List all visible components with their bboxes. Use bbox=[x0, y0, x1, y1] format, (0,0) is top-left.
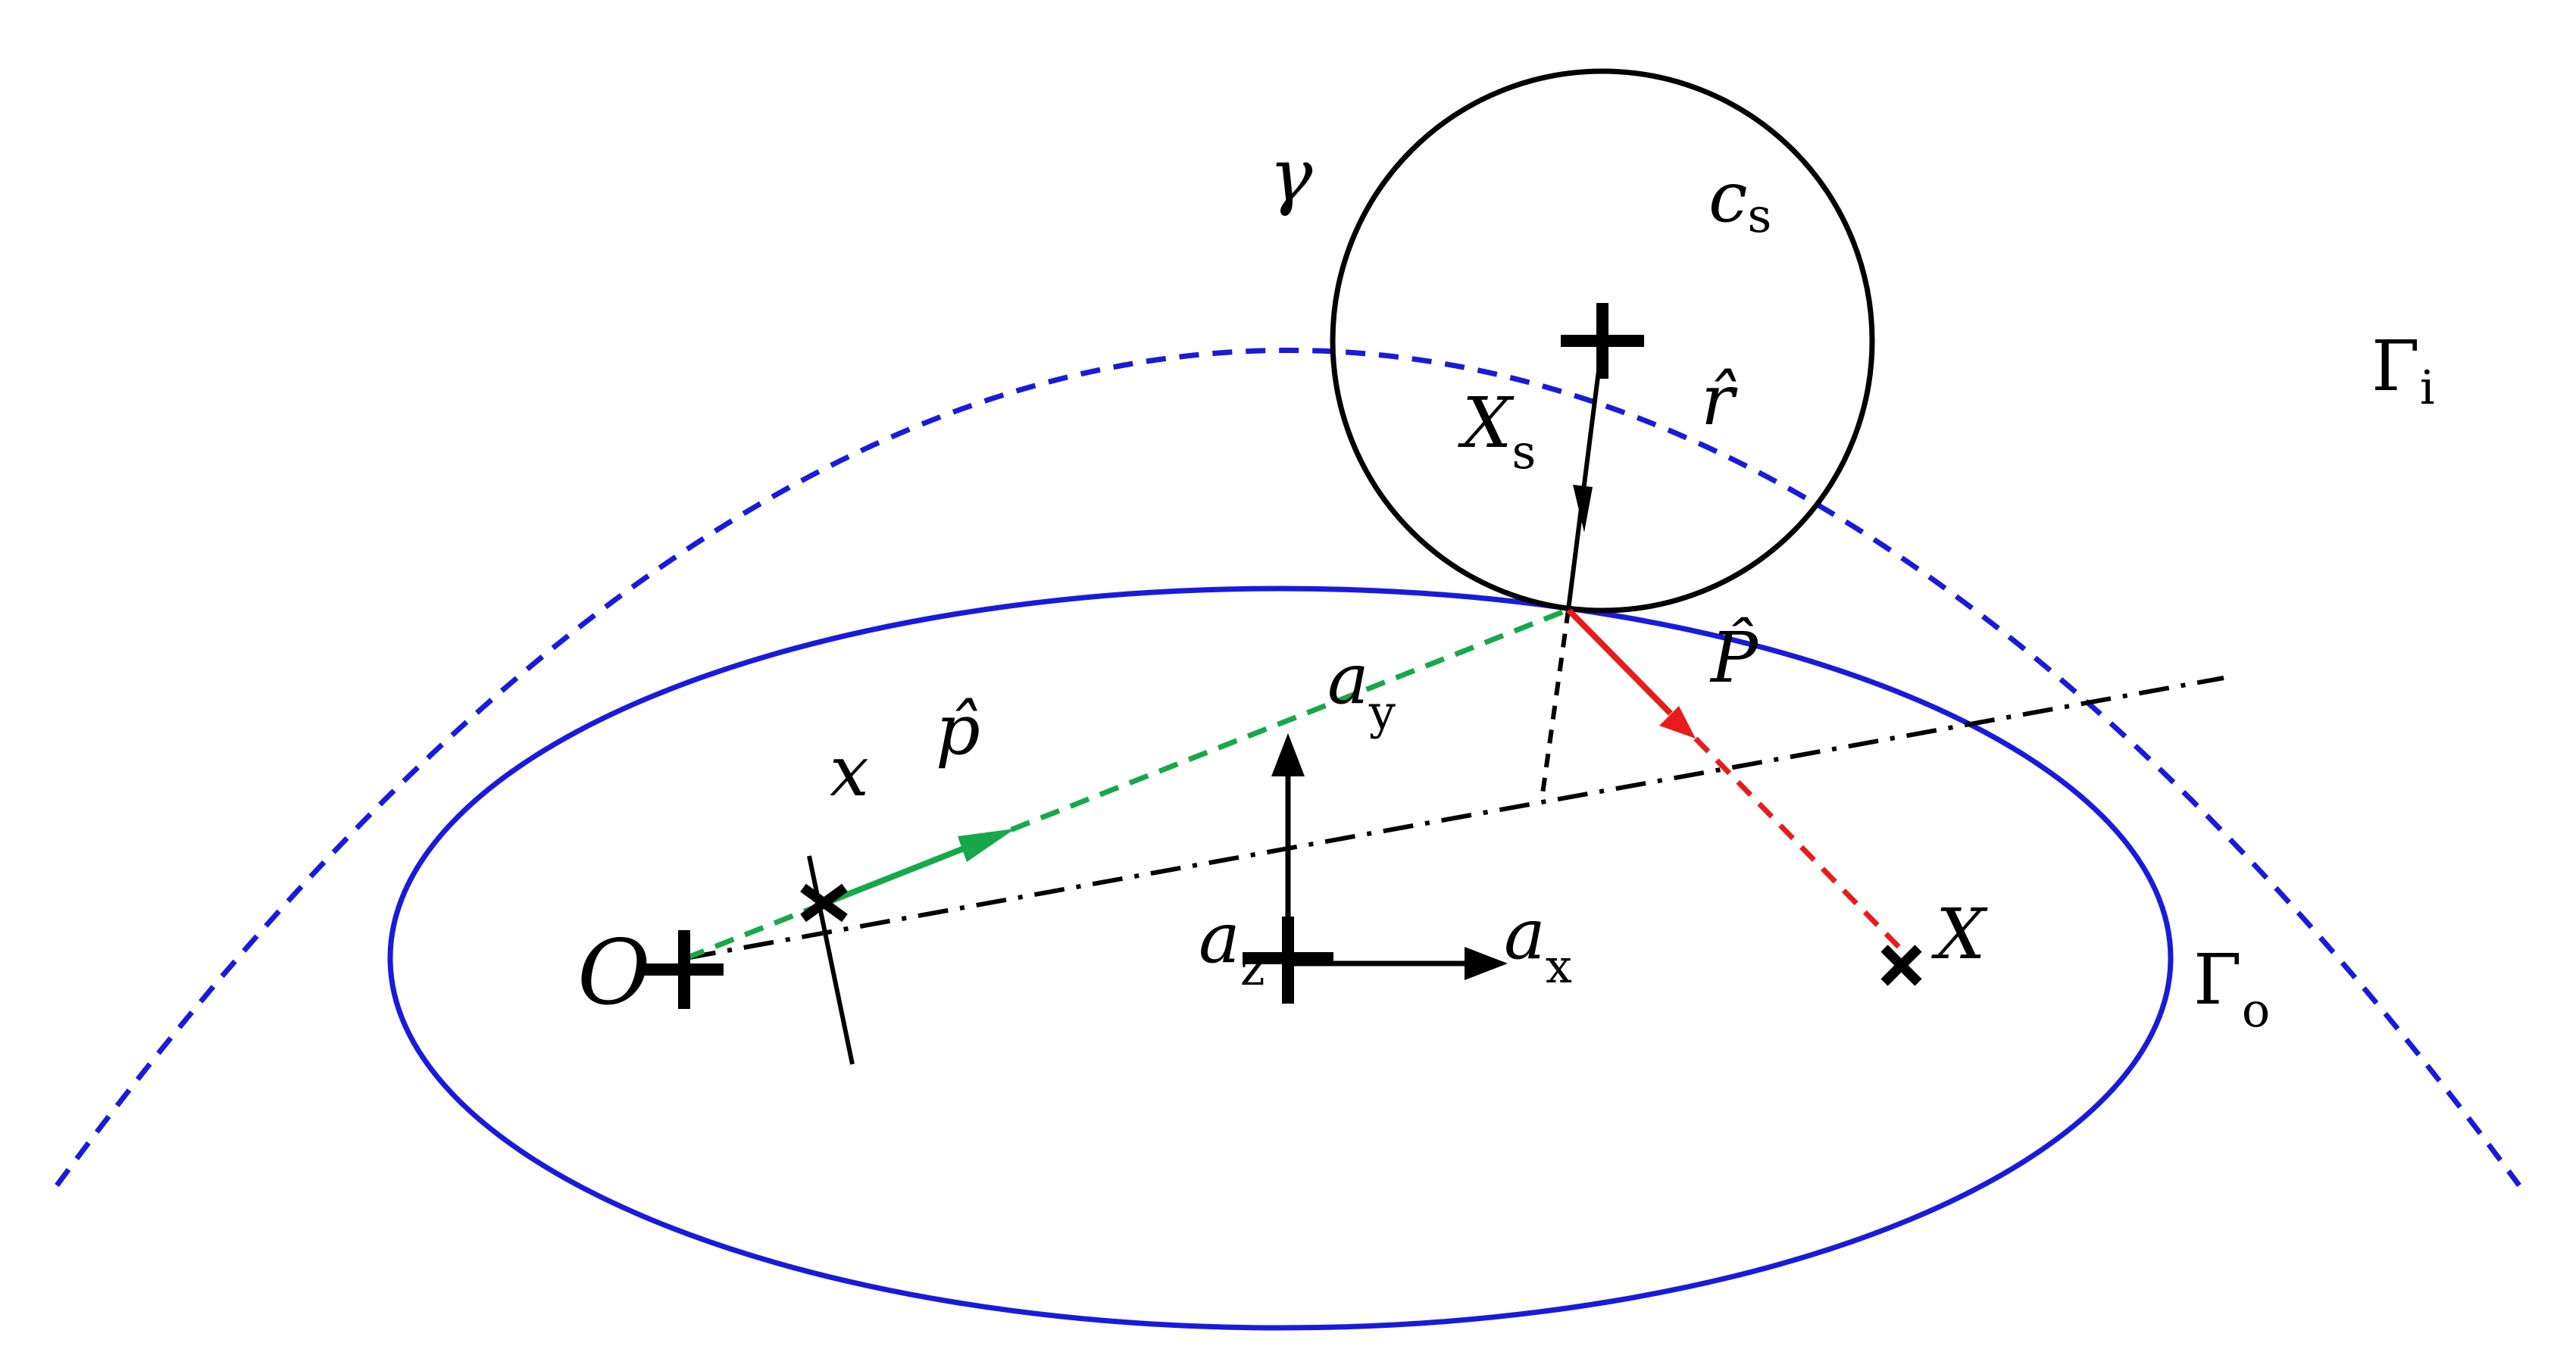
label-a-y-main: a bbox=[1327, 639, 1369, 720]
ay-arrowhead bbox=[1271, 733, 1305, 776]
label-X-s: Xs bbox=[1458, 383, 1536, 479]
ax-arrowhead bbox=[1465, 947, 1508, 980]
label-X: X bbox=[1931, 894, 1988, 975]
normal-vector-dashed-line bbox=[1693, 736, 1902, 951]
label-Gamma-i: Γi bbox=[2371, 326, 2435, 415]
label-a-y-sub: y bbox=[1368, 685, 1396, 740]
perpendicular-dotted-line bbox=[1540, 609, 1571, 800]
label-r-hat: r̂ bbox=[1701, 360, 1738, 441]
label-Gamma-o: Γo bbox=[2193, 939, 2270, 1038]
label-a-y: ay bbox=[1327, 639, 1396, 740]
p-vector-arrowhead bbox=[958, 829, 1015, 862]
normal-vector-solid-segment bbox=[1566, 607, 1673, 716]
label-a-x-sub: x bbox=[1546, 938, 1572, 994]
X-point-cross-2 bbox=[1880, 945, 1922, 986]
label-X-s-main: X bbox=[1458, 383, 1515, 464]
label-X-s-sub: s bbox=[1512, 424, 1537, 479]
label-a-x: ax bbox=[1504, 894, 1572, 994]
label-c-s: cs bbox=[1708, 157, 1771, 243]
circle-gamma bbox=[1330, 68, 1875, 614]
label-a-z: az bbox=[1199, 898, 1265, 996]
label-c-s-main: c bbox=[1708, 157, 1748, 238]
ellipse-boundary-gamma-o bbox=[387, 586, 2174, 1331]
radius-vector-line bbox=[1566, 340, 1605, 611]
outer-boundary-gamma-i bbox=[55, 348, 2521, 1188]
x-transverse-segment bbox=[807, 855, 855, 1065]
x-point-cross-2 bbox=[800, 883, 848, 923]
label-Gamma-o-sub: o bbox=[2242, 982, 2270, 1038]
label-a-x-main: a bbox=[1504, 894, 1546, 975]
label-Gamma-o-main: Γ bbox=[2193, 939, 2242, 1020]
label-p-hat: p̂ bbox=[936, 689, 980, 770]
label-c-s-sub: s bbox=[1748, 188, 1772, 243]
label-a-z-main: a bbox=[1199, 898, 1240, 979]
axis-line bbox=[685, 676, 2224, 960]
label-x: x bbox=[830, 731, 869, 812]
label-a-z-sub: z bbox=[1240, 941, 1265, 996]
radius-vector-arrowhead bbox=[1573, 485, 1593, 532]
label-O: O bbox=[577, 920, 651, 1025]
label-P-hat: P̂ bbox=[1709, 617, 1759, 698]
label-gamma: γ bbox=[1269, 133, 1313, 218]
label-Gamma-i-sub: i bbox=[2420, 360, 2435, 415]
label-Gamma-i-main: Γ bbox=[2371, 326, 2420, 407]
normal-vector-arrowhead bbox=[1659, 706, 1696, 739]
